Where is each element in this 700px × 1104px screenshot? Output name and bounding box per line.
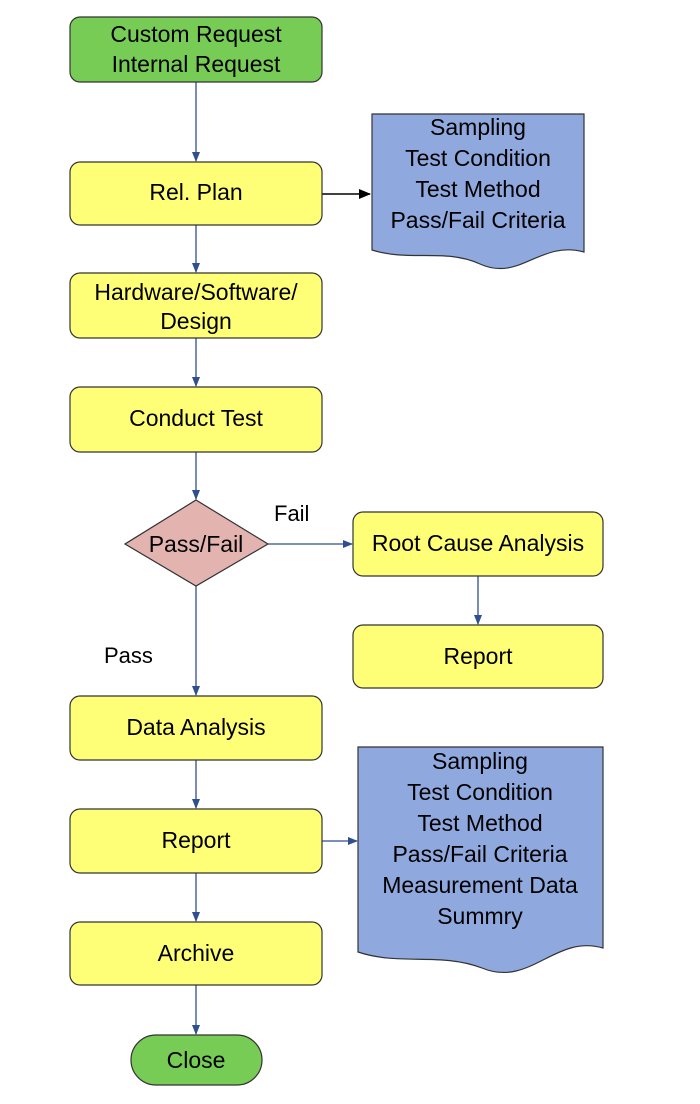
- fail-report-node: Report: [352, 624, 604, 689]
- fail-label: Fail: [274, 501, 309, 526]
- rel-plan-node: Rel. Plan: [69, 161, 323, 226]
- data-analysis-node: Data Analysis: [69, 695, 323, 761]
- report-doc-line-4: Pass/Fail Criteria: [392, 841, 567, 867]
- plan-document-node: Sampling Test Condition Test Method Pass…: [371, 113, 585, 270]
- archive-node: Archive: [69, 921, 323, 986]
- close-label: Close: [167, 1047, 226, 1073]
- report-node: Report: [69, 808, 323, 874]
- report-document-node: Sampling Test Condition Test Method Pass…: [357, 746, 604, 974]
- conduct-test-label: Conduct Test: [129, 405, 263, 431]
- decision-label: Pass/Fail: [149, 531, 244, 557]
- report-doc-line-1: Sampling: [432, 748, 528, 774]
- report-label: Report: [161, 827, 231, 853]
- report-doc-line-5: Measurement Data: [382, 872, 578, 898]
- archive-label: Archive: [158, 940, 235, 966]
- report-doc-line-3: Test Method: [417, 810, 542, 836]
- plan-doc-line-1: Sampling: [430, 114, 526, 140]
- start-line-1: Custom Request: [110, 21, 282, 47]
- close-node: Close: [130, 1034, 263, 1086]
- start-node: Custom Request Internal Request: [69, 16, 323, 83]
- rel-plan-label: Rel. Plan: [149, 179, 242, 205]
- data-analysis-label: Data Analysis: [126, 714, 265, 740]
- report-doc-line-6: Summry: [437, 903, 523, 929]
- connectors: [192, 82, 482, 1035]
- hw-sw-line-2: Design: [160, 308, 232, 334]
- conduct-test-node: Conduct Test: [69, 386, 323, 453]
- plan-doc-line-4: Pass/Fail Criteria: [390, 207, 565, 233]
- report-doc-line-2: Test Condition: [407, 779, 553, 805]
- pass-label: Pass: [104, 643, 153, 668]
- pass-fail-decision-node: Pass/Fail: [123, 499, 270, 587]
- plan-doc-line-3: Test Method: [415, 176, 540, 202]
- hardware-software-design-node: Hardware/Software/ Design: [69, 272, 323, 339]
- root-cause-analysis-node: Root Cause Analysis: [352, 511, 604, 577]
- start-line-2: Internal Request: [112, 51, 281, 77]
- hw-sw-line-1: Hardware/Software/: [94, 279, 298, 305]
- plan-doc-line-2: Test Condition: [405, 145, 551, 171]
- fail-report-label: Report: [443, 643, 513, 669]
- root-cause-label: Root Cause Analysis: [372, 530, 584, 556]
